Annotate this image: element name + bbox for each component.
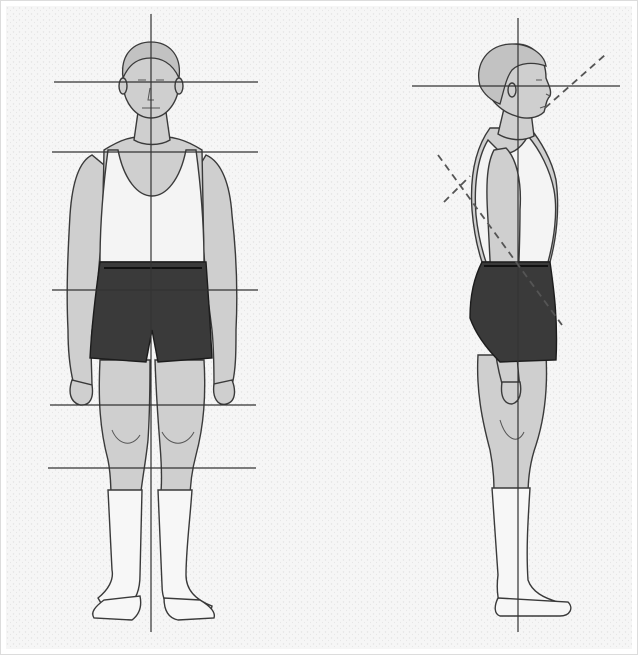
front-right-ear bbox=[175, 78, 183, 94]
front-left-hand bbox=[70, 380, 92, 405]
front-right-hand bbox=[214, 380, 235, 404]
side-ear bbox=[508, 83, 516, 97]
front-left-ear bbox=[119, 78, 127, 94]
